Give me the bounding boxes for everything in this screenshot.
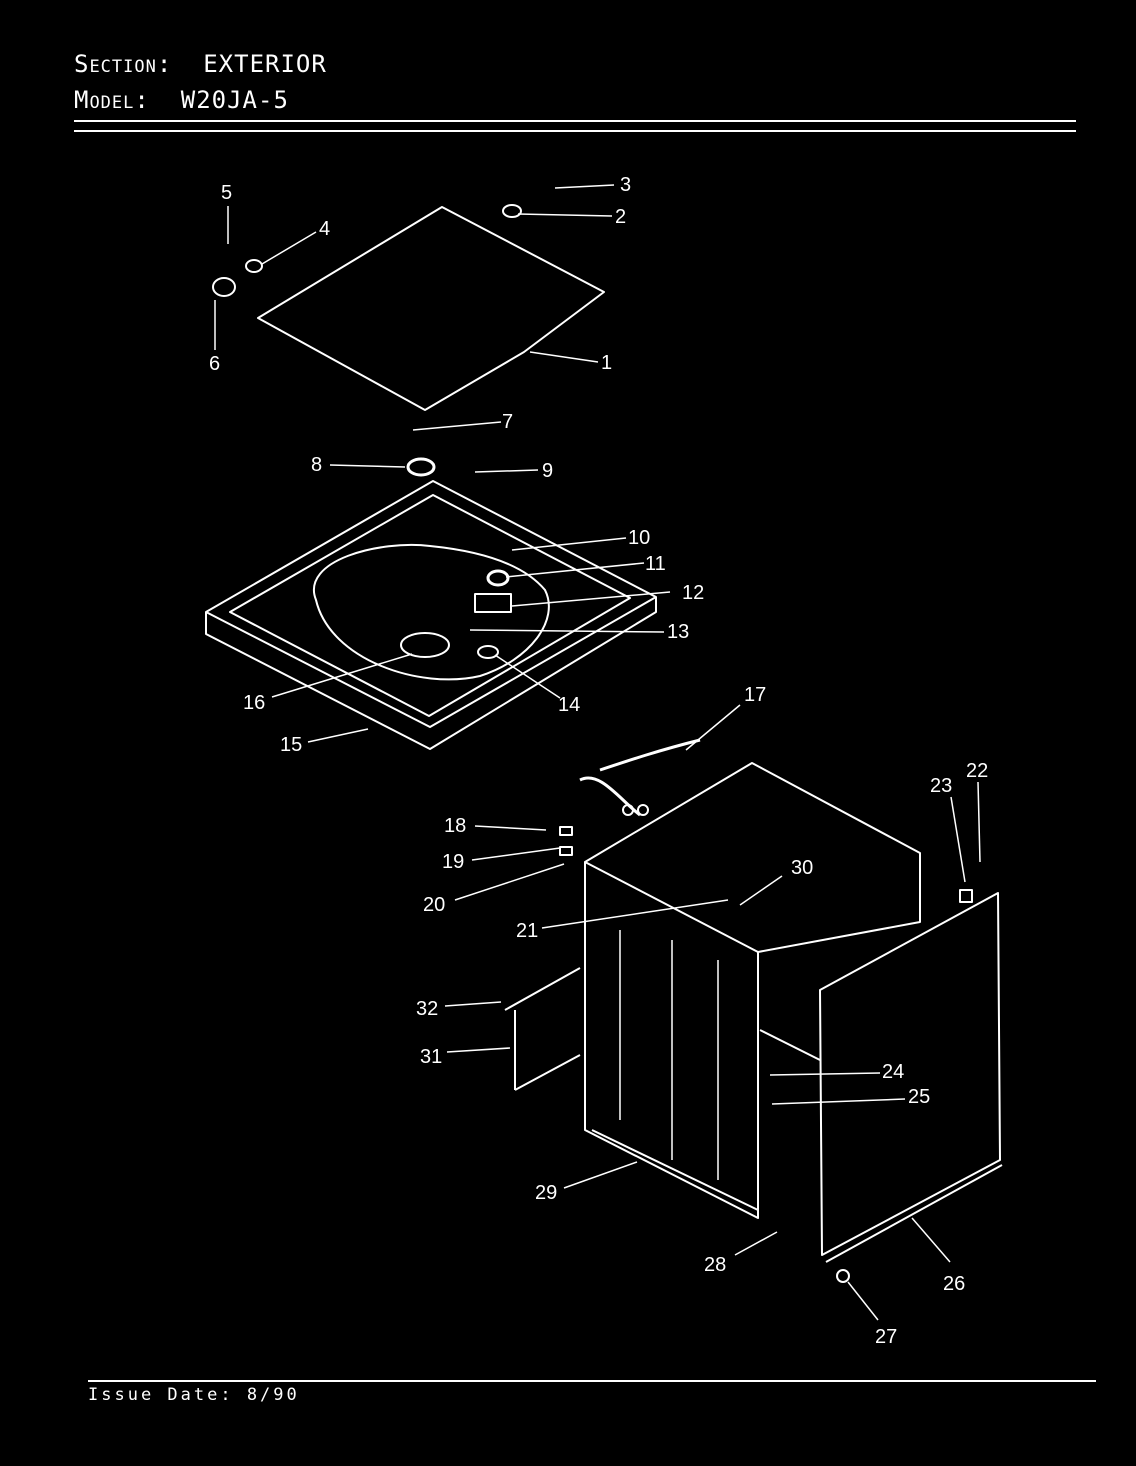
- callout-8: 8: [311, 454, 322, 476]
- callout-26: 26: [943, 1273, 965, 1295]
- switch-bumper: [486, 569, 510, 587]
- callout-9: 9: [542, 460, 553, 482]
- callout-30: 30: [791, 857, 813, 879]
- inlet-wire: [599, 738, 701, 772]
- top-cover-inner: [229, 494, 631, 717]
- callout-12: 12: [682, 582, 704, 604]
- cabinet-side: [584, 862, 759, 1219]
- screw-18: [559, 826, 573, 836]
- cabinet-top: [584, 762, 921, 953]
- inlet-hose: [579, 776, 641, 817]
- lid-switch: [474, 593, 512, 613]
- callout-28: 28: [704, 1254, 726, 1276]
- callout-13: 13: [667, 621, 689, 643]
- callout-22: 22: [966, 760, 988, 782]
- footer-rule: [88, 1380, 1096, 1382]
- part-callouts: 1 2 3 4 5 6 7 8 9 10 11 12 13 14 15 16 1…: [209, 174, 988, 1348]
- callout-27: 27: [875, 1326, 897, 1348]
- callout-3: 3: [620, 174, 631, 196]
- screw-19: [559, 846, 573, 856]
- callout-16: 16: [243, 692, 265, 714]
- header-rule-top: [74, 120, 1076, 122]
- lid-opening: [312, 544, 550, 681]
- callout-29: 29: [535, 1182, 557, 1204]
- top-cover: [205, 480, 657, 750]
- top-cover-edge: [205, 596, 657, 728]
- callout-21: 21: [516, 920, 538, 942]
- callout-19: 19: [442, 851, 464, 873]
- model-label: Model:: [74, 86, 150, 114]
- callout-32: 32: [416, 998, 438, 1020]
- fill-spout: [400, 632, 450, 658]
- issue-date: Issue Date: 8/90: [88, 1385, 300, 1405]
- callout-25: 25: [908, 1086, 930, 1108]
- foot-27: [836, 1269, 850, 1283]
- callout-11: 11: [645, 553, 666, 575]
- callout-10: 10: [628, 527, 650, 549]
- lid-panel: [257, 206, 605, 411]
- callout-5: 5: [221, 182, 232, 204]
- callout-14: 14: [558, 694, 580, 716]
- section-line: Section: EXTERIOR: [74, 50, 327, 78]
- callout-1: 1: [601, 352, 612, 374]
- hinge-bumper: [212, 277, 236, 297]
- hose-washer: [622, 804, 634, 816]
- callout-6: 6: [209, 353, 220, 375]
- front-panel-base: [825, 1164, 1003, 1263]
- callout-4: 4: [319, 218, 330, 240]
- model-line: Model: W20JA-5: [74, 86, 289, 114]
- switch-mount: [477, 645, 499, 659]
- callout-2: 2: [615, 206, 626, 228]
- callout-17: 17: [744, 684, 766, 706]
- leader-lines: [214, 184, 981, 1321]
- callout-23: 23: [930, 775, 952, 797]
- hose-washer-2: [637, 804, 649, 816]
- cabinet-panel-lines: [619, 930, 719, 1180]
- tub-ring: [406, 457, 436, 477]
- cabinet-bracket: [504, 967, 581, 1091]
- cabinet-base-rail: [591, 1129, 759, 1211]
- front-panel: [819, 892, 1001, 1256]
- callout-24: 24: [882, 1061, 904, 1083]
- section-value: EXTERIOR: [203, 50, 327, 78]
- front-panel-clip: [759, 1029, 821, 1061]
- callout-31: 31: [420, 1046, 442, 1068]
- callout-7: 7: [502, 411, 513, 433]
- screw-23: [959, 889, 973, 903]
- callout-18: 18: [444, 815, 466, 837]
- section-label: Section:: [74, 50, 173, 78]
- hinge-pin: [245, 259, 263, 273]
- model-value: W20JA-5: [180, 86, 289, 114]
- callout-20: 20: [423, 894, 445, 916]
- lid-bumper: [502, 204, 522, 218]
- header-rule-bottom: [74, 130, 1076, 132]
- callout-15: 15: [280, 734, 302, 756]
